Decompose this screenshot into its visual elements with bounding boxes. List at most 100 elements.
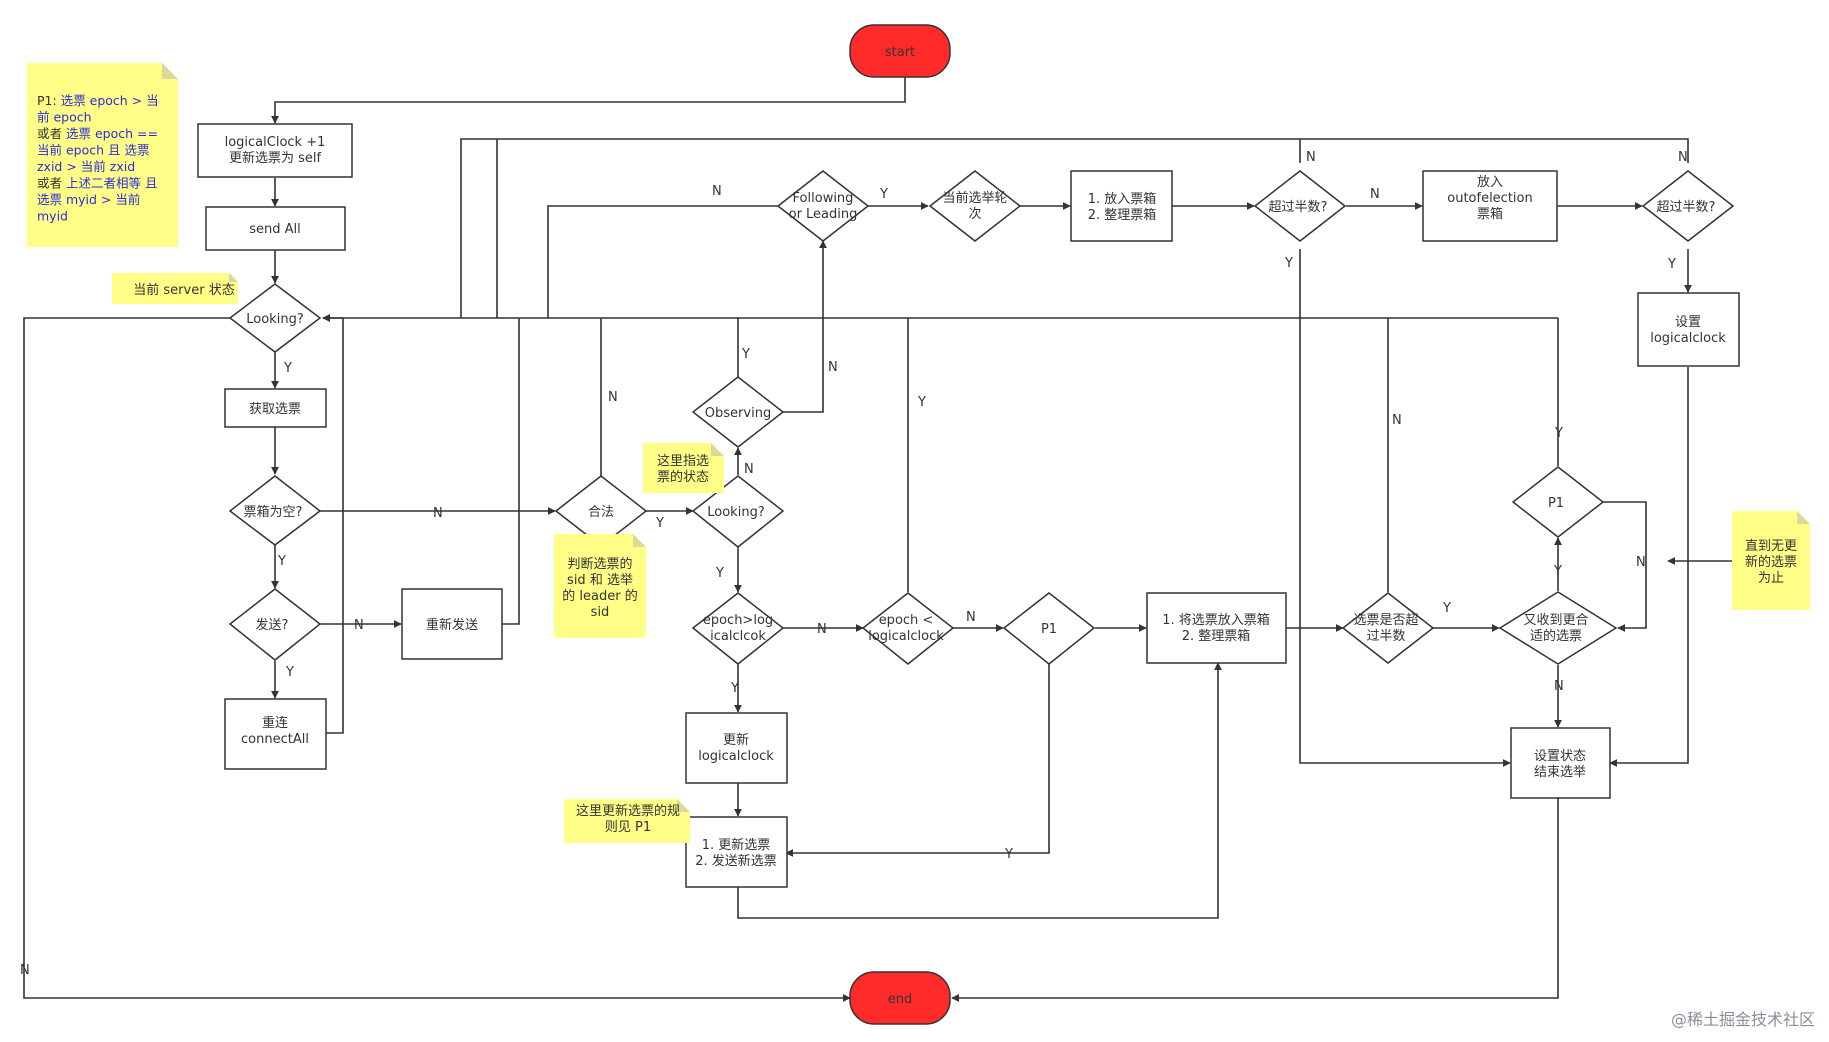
looking-vote-diamond: Looking? bbox=[691, 475, 785, 548]
p1-rule-segment: myid bbox=[37, 209, 68, 224]
edge-label-overhalf1-y: Y bbox=[1284, 256, 1293, 271]
over-half-diamond-2: 超过半数? bbox=[1641, 170, 1735, 242]
svg-text:则见 P1: 则见 P1 bbox=[605, 820, 651, 835]
edge-label-overhalf2-n: N bbox=[1678, 150, 1688, 165]
start-terminal: start bbox=[849, 24, 951, 78]
p1-rule-segment: zxid > 当前 zxid bbox=[37, 159, 135, 174]
svg-text:合法: 合法 bbox=[588, 505, 614, 520]
p1-rule-segment: 上述二者相等 且 bbox=[66, 176, 157, 191]
svg-text:获取选票: 获取选票 bbox=[249, 402, 301, 417]
edge-label-voteoverhalf-n: N bbox=[1392, 413, 1402, 428]
svg-text:2. 发送新选票: 2. 发送新选票 bbox=[695, 853, 777, 869]
svg-text:重连: 重连 bbox=[262, 715, 288, 731]
edge-updatevote-to-putboxmid bbox=[737, 662, 1222, 919]
p1-diamond-right: P1 bbox=[1511, 466, 1605, 538]
update-rule-note: 这里更新选票的规 则见 P1 bbox=[564, 799, 690, 843]
svg-text:放入: 放入 bbox=[1477, 175, 1503, 190]
edges bbox=[23, 77, 1732, 1002]
edge-label-overhalf1-n: N bbox=[1370, 187, 1380, 202]
edge-label-looking-y: Y bbox=[283, 361, 292, 376]
put-ballot-box-mid: 1. 将选票放入票箱 2. 整理票箱 bbox=[1146, 592, 1287, 664]
edge-label-epochgt-n: N bbox=[817, 622, 827, 637]
edge-label-p1right-n: N bbox=[1636, 555, 1646, 570]
edge-p1right-n bbox=[1603, 501, 1647, 632]
edge-label-observing-n: N bbox=[828, 360, 838, 375]
box-empty-diamond: 票箱为空? bbox=[228, 475, 322, 546]
current-round-diamond: 当前选举轮 次 bbox=[928, 170, 1022, 242]
p1-rule-segment: 选票 myid > 当前 bbox=[37, 192, 140, 207]
set-logicalclock-box: 设置 logicalclock bbox=[1637, 292, 1740, 367]
edge-reconnect-to-looking bbox=[322, 314, 344, 734]
edge-p1mid-to-updatevote bbox=[785, 663, 1050, 857]
svg-text:logicalClock +1: logicalClock +1 bbox=[225, 135, 326, 150]
svg-text:更新: 更新 bbox=[723, 732, 749, 748]
svg-text:超过半数?: 超过半数? bbox=[1657, 200, 1716, 215]
edge-overhalf1-y-to-setstate bbox=[1299, 249, 1511, 767]
svg-text:票箱: 票箱 bbox=[1477, 206, 1503, 222]
svg-text:适的选票: 适的选票 bbox=[1530, 628, 1582, 644]
svg-text:结束选举: 结束选举 bbox=[1534, 765, 1586, 780]
svg-text:直到无更: 直到无更 bbox=[1745, 539, 1797, 554]
vote-state-note: 这里指选 票的状态 bbox=[643, 443, 724, 493]
svg-text:重新发送: 重新发送 bbox=[426, 617, 478, 633]
epoch-less-diamond: epoch < logicalclock bbox=[861, 592, 955, 665]
edge-label-following-y: Y bbox=[879, 187, 888, 202]
svg-text:的 leader 的: 的 leader 的 bbox=[562, 588, 637, 604]
svg-text:start: start bbox=[885, 45, 915, 60]
svg-text:为止: 为止 bbox=[1758, 571, 1784, 586]
svg-text:1. 更新选票: 1. 更新选票 bbox=[702, 837, 771, 853]
p1-rule-segment: 选票 epoch == bbox=[66, 126, 158, 141]
outofelection-box: 放入 outofelection 票箱 bbox=[1422, 170, 1558, 242]
update-logicalclock-box: 更新 logicalclock bbox=[685, 712, 788, 784]
edge-following-n bbox=[547, 205, 778, 318]
put-ballot-box-top: 1. 放入票箱 2. 整理票箱 bbox=[1070, 170, 1173, 242]
received-better-vote-diamond: 又收到更合 适的选票 bbox=[1498, 591, 1618, 665]
edge-label-legal-n: N bbox=[608, 390, 618, 405]
edge-label-looking2-y: Y bbox=[715, 566, 724, 581]
svg-text:connectAll: connectAll bbox=[241, 732, 309, 747]
svg-text:发送?: 发送? bbox=[256, 617, 289, 633]
edge-label-send-y: Y bbox=[285, 665, 294, 680]
edge-label-epochlt-n: N bbox=[966, 610, 976, 625]
svg-text:更新选票为 self: 更新选票为 self bbox=[229, 150, 322, 166]
judge-sid-note: 判断选票的 sid 和 选举 的 leader 的 sid bbox=[554, 534, 646, 638]
watermark: @稀土掘金技术社区 bbox=[1670, 1010, 1815, 1029]
svg-text:过半数: 过半数 bbox=[1366, 629, 1405, 644]
edge-label-looking2-n: N bbox=[744, 462, 754, 477]
following-leading-diamond: Following or Leading bbox=[776, 170, 870, 242]
edge-label-voteoverhalf-y: Y bbox=[1442, 601, 1451, 616]
svg-text:新的选票: 新的选票 bbox=[1745, 554, 1797, 570]
edge-label-legal-y: Y bbox=[655, 516, 664, 531]
svg-text:这里更新选票的规: 这里更新选票的规 bbox=[576, 803, 680, 819]
svg-text:设置状态: 设置状态 bbox=[1534, 749, 1586, 764]
svg-text:sid 和 选举: sid 和 选举 bbox=[567, 573, 633, 588]
svg-text:Looking?: Looking? bbox=[707, 505, 764, 520]
svg-text:P1: P1 bbox=[1548, 496, 1564, 511]
edge-start-to-logicalclock bbox=[271, 77, 906, 124]
p1-rule-segment: 或者 bbox=[37, 176, 66, 191]
svg-text:次: 次 bbox=[968, 206, 981, 222]
svg-text:1. 将选票放入票箱: 1. 将选票放入票箱 bbox=[1162, 612, 1270, 628]
svg-text:设置: 设置 bbox=[1675, 315, 1701, 330]
svg-text:票的状态: 票的状态 bbox=[657, 469, 709, 485]
set-state-box: 设置状态 结束选举 bbox=[1510, 727, 1611, 799]
send-all-box: send All bbox=[205, 206, 346, 251]
svg-text:2. 整理票箱: 2. 整理票箱 bbox=[1088, 207, 1157, 223]
reconnect-box: 重连 connectAll bbox=[224, 698, 327, 770]
send-diamond: 发送? bbox=[228, 588, 322, 661]
svg-text:又收到更合: 又收到更合 bbox=[1523, 613, 1588, 628]
edge-observing-to-following bbox=[783, 240, 827, 413]
svg-text:2. 整理票箱: 2. 整理票箱 bbox=[1182, 628, 1251, 644]
vote-over-half-diamond: 选票是否超 过半数 bbox=[1341, 592, 1435, 664]
svg-text:icalclcok: icalclcok bbox=[710, 629, 766, 644]
resend-box: 重新发送 bbox=[401, 588, 503, 660]
svg-text:logicalclock: logicalclock bbox=[868, 629, 944, 644]
edge-setstate-to-end bbox=[951, 798, 1559, 1002]
p1-rule-segment: 选票 epoch > 当 bbox=[61, 93, 159, 108]
p1-rule-segment: 当前 epoch 且 选票 bbox=[37, 143, 150, 158]
svg-text:这里指选: 这里指选 bbox=[657, 453, 709, 469]
until-no-newer-vote-note: 直到无更 新的选票 为止 bbox=[1732, 511, 1810, 610]
